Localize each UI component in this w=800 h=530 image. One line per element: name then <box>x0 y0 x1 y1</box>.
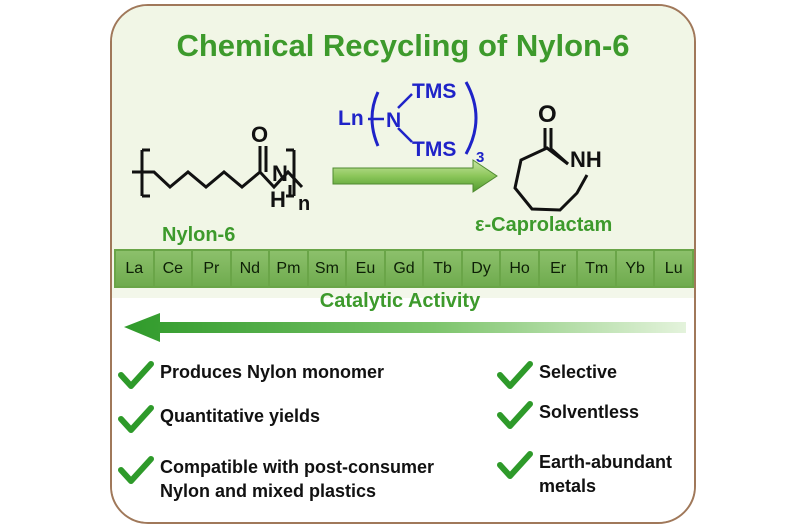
element-cell: Yb <box>616 251 654 286</box>
upper-panel <box>112 6 694 254</box>
check-icon <box>118 456 154 484</box>
check-icon <box>497 451 533 479</box>
feature-line: Nylon and mixed plastics <box>160 481 377 501</box>
feature-line: Earth-abundant <box>539 452 672 472</box>
feature-item: Compatible with post-consumer Nylon and … <box>118 455 434 503</box>
catalyst-structure: Ln N TMS TMS 3 <box>338 80 484 166</box>
element-cell: Dy <box>462 251 500 286</box>
n-tms-bond-bottom <box>397 127 413 143</box>
figure-title: Chemical Recycling of Nylon-6 <box>176 28 630 63</box>
element-cell: Ce <box>154 251 192 286</box>
element-cell: Tb <box>424 251 461 286</box>
nylon-carbonyl-o: O <box>251 122 268 147</box>
caprolactam-ring <box>513 146 589 212</box>
element-cell: Tm <box>578 251 615 286</box>
feature-text: Quantitative yields <box>160 404 320 428</box>
feature-item: Selective <box>497 360 617 390</box>
nylon-6-structure <box>132 146 304 198</box>
feature-line: Selective <box>539 362 618 382</box>
feature-text: Earth-abundant metals <box>539 450 672 498</box>
reactant-label: Nylon-6 <box>162 224 236 246</box>
n-tms-bond-top <box>397 93 413 109</box>
check-icon <box>497 401 533 429</box>
catalyst-nitrogen: N <box>386 109 401 132</box>
element-cell: Er <box>539 251 577 286</box>
feature-line: Compatible with post-consumer <box>160 457 435 477</box>
check-icon <box>497 361 533 389</box>
nylon-repeat-n: n <box>298 193 310 215</box>
check-icon <box>118 361 154 389</box>
element-cell: La <box>116 251 153 286</box>
element-cell: Pm <box>270 251 307 286</box>
feature-text: Solventless <box>539 400 639 424</box>
feature-line: Solventless <box>539 402 640 422</box>
element-cell: Pr <box>193 251 230 286</box>
nylon-amide-h: H <box>270 187 286 212</box>
element-cell: Lu <box>655 251 692 286</box>
feature-text: Compatible with post-consumer Nylon and … <box>160 455 434 503</box>
right-bracket <box>286 148 296 198</box>
feature-item: Earth-abundant metals <box>497 450 672 498</box>
catalyst-tms-bottom: TMS <box>412 138 456 161</box>
catalyst-tms-top: TMS <box>412 80 456 103</box>
feature-text: Produces Nylon monomer <box>160 360 384 384</box>
feature-line: Quantitative yields <box>160 406 321 426</box>
catalyst-metal: Ln <box>338 107 364 130</box>
feature-item: Produces Nylon monomer <box>118 360 384 390</box>
product-label: ε-Caprolactam <box>475 214 613 236</box>
reaction-scheme: O N H n Ln N TMS TMS 3 O NH <box>132 80 602 215</box>
element-cell: Sm <box>308 251 346 286</box>
feature-item: Quantitative yields <box>118 404 320 434</box>
element-cell: Nd <box>231 251 269 286</box>
lanthanide-strip: La Ce Pr Nd Pm Sm Eu Gd Tb Dy Ho Er Tm Y… <box>114 249 694 288</box>
element-cell: Ho <box>501 251 538 286</box>
element-cell: Gd <box>385 251 423 286</box>
activity-label: Catalytic Activity <box>319 290 481 312</box>
lactam-nh: NH <box>570 147 602 172</box>
nylon-amide-n: N <box>272 161 288 186</box>
check-icon <box>118 405 154 433</box>
chain-bonds <box>132 169 304 190</box>
lactam-carbonyl-o: O <box>538 101 557 128</box>
feature-line: Produces Nylon monomer <box>160 362 385 382</box>
element-cell: Eu <box>347 251 384 286</box>
catalyst-paren-right <box>464 81 478 155</box>
caprolactam-structure <box>513 128 589 212</box>
feature-line: metals <box>539 476 597 496</box>
feature-item: Solventless <box>497 400 639 430</box>
catalyst-count: 3 <box>476 149 484 166</box>
reaction-arrow <box>332 159 498 193</box>
feature-text: Selective <box>539 360 617 384</box>
lactam-cn-bond <box>549 146 569 166</box>
